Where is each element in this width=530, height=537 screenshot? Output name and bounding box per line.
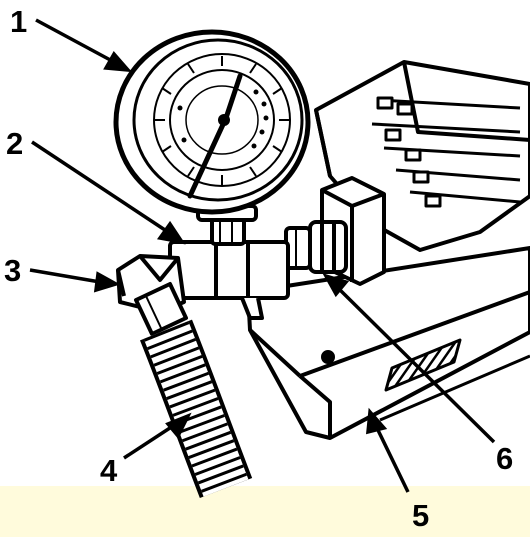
leader-arrows xyxy=(29,18,496,493)
gauge-tick-marks xyxy=(154,56,290,186)
callout-3: 3 xyxy=(4,253,22,288)
callout-5: 5 xyxy=(412,498,430,533)
callout-1: 1 xyxy=(10,4,28,39)
tee-fitting xyxy=(168,204,290,320)
elbow-fitting xyxy=(116,254,188,336)
callout-4: 4 xyxy=(100,453,118,488)
hose xyxy=(140,319,253,498)
callout-2: 2 xyxy=(6,126,24,161)
manifold-block xyxy=(246,246,530,440)
pressure-gauge xyxy=(113,29,311,215)
bottom-highlight-band xyxy=(0,486,530,537)
callout-6: 6 xyxy=(496,441,514,476)
gauge-scale-dots xyxy=(177,89,269,149)
adapter-nut xyxy=(284,220,348,274)
